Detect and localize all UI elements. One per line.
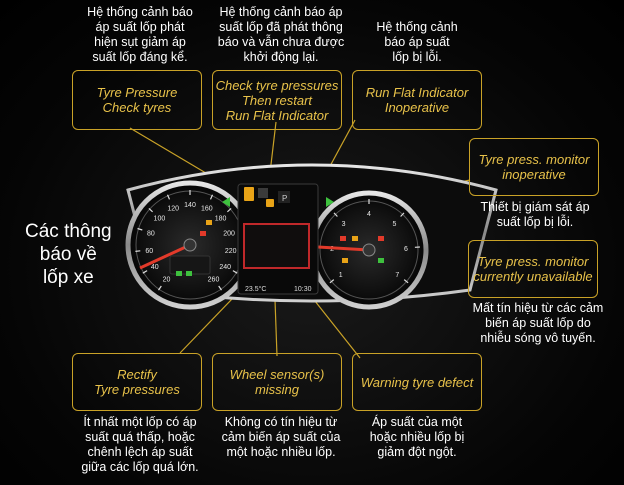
- speed-tick-label: 180: [215, 216, 227, 223]
- speed-tick-label: 220: [225, 248, 237, 255]
- box-rfi-inoperative: Run Flat Indicator Inoperative: [352, 70, 482, 130]
- speed-tick-label: 60: [145, 248, 153, 255]
- desc-bottom-right: Áp suất của một hoặc nhiều lốp bị giảm đ…: [369, 415, 465, 459]
- box-warning-tyre-defect: Warning tyre defect: [352, 353, 482, 411]
- speed-tick-mark: [209, 194, 214, 200]
- speed-tick-label: 100: [154, 216, 166, 223]
- rpm-tick-label: 5: [392, 221, 396, 228]
- desc-right-2: Mất tín hiệu từ các cảm biến áp suất lốp…: [472, 301, 604, 345]
- box-monitor-inoperative: Tyre press. monitor inoperative: [469, 138, 599, 196]
- speed-tick-label: 120: [167, 206, 179, 213]
- speed-tick-label: 140: [184, 202, 196, 209]
- speed-tick-mark: [148, 207, 154, 213]
- speed-needle: [139, 243, 191, 270]
- desc-top-left: Hệ thống cảnh báo áp suất lốp phát hiện …: [87, 5, 193, 64]
- box-wheel-sensor-missing: Wheel sensor(s) missing: [212, 353, 342, 411]
- rpm-tick-mark: [333, 212, 338, 217]
- desc-top-center: Hệ thống cảnh báo áp suất lốp đã phát th…: [217, 5, 345, 64]
- box-tyre-pressure-check: Tyre Pressure Check tyres: [72, 70, 202, 130]
- rpm-needle: [317, 245, 370, 252]
- speed-tick-mark: [158, 285, 162, 291]
- box-rectify-pressures: Rectify Tyre pressures: [72, 353, 202, 411]
- temperature-readout: 23.5°C: [245, 285, 266, 293]
- tyre-warning-lamp: [266, 199, 274, 207]
- tachometer: 1234567: [309, 190, 429, 310]
- speed-tick-label: 20: [163, 277, 171, 284]
- speed-tick-label: 260: [208, 277, 220, 284]
- rpm-tick-label: 4: [367, 211, 371, 218]
- desc-bottom-center: Không có tín hiệu từ cảm biến áp suất củ…: [221, 415, 341, 459]
- box-check-restart-rfi: Check tyre pressures Then restart Run Fl…: [212, 70, 342, 130]
- speed-tick-label: 40: [151, 264, 159, 271]
- rpm-tick-label: 6: [404, 246, 408, 253]
- rpm-tick-label: 3: [342, 221, 346, 228]
- center-display: P 23.5°C 10:30: [237, 183, 319, 295]
- rpm-tick-mark: [329, 279, 335, 284]
- rpm-tick-label: 7: [395, 272, 399, 279]
- side-title: Các thông báo về lốp xe: [25, 221, 112, 288]
- speed-tick-mark: [142, 270, 148, 274]
- speed-tick-mark: [232, 270, 238, 274]
- right-turn-signal-icon: [326, 197, 334, 207]
- rpm-tick-mark: [403, 279, 409, 284]
- speed-tick-mark: [218, 285, 222, 291]
- desc-top-right: Hệ thống cảnh báo áp suất lốp bị lỗi.: [376, 20, 458, 64]
- time-readout: 10:30: [294, 286, 312, 293]
- desc-bottom-left: Ít nhất một lốp có áp suất quá thấp, hoặ…: [81, 415, 199, 474]
- speed-tick-label: 160: [201, 206, 213, 213]
- speed-tick-mark: [137, 227, 143, 231]
- speed-tick-label: 80: [147, 231, 155, 238]
- rpm-tick-mark: [400, 212, 405, 217]
- speed-tick-mark: [166, 194, 171, 200]
- speed-tick-mark: [226, 207, 232, 213]
- left-turn-signal-icon: [222, 197, 230, 207]
- speed-tick-label: 200: [223, 231, 235, 238]
- desc-right-1: Thiết bị giám sát áp suất lốp bị lỗi.: [480, 200, 590, 229]
- speed-tick-label: 240: [219, 264, 231, 271]
- box-monitor-unavailable: Tyre press. monitor currently unavailabl…: [468, 240, 598, 298]
- rpm-tick-label: 1: [339, 272, 343, 279]
- svg-text:P: P: [282, 194, 287, 203]
- speed-tick-mark: [135, 250, 141, 252]
